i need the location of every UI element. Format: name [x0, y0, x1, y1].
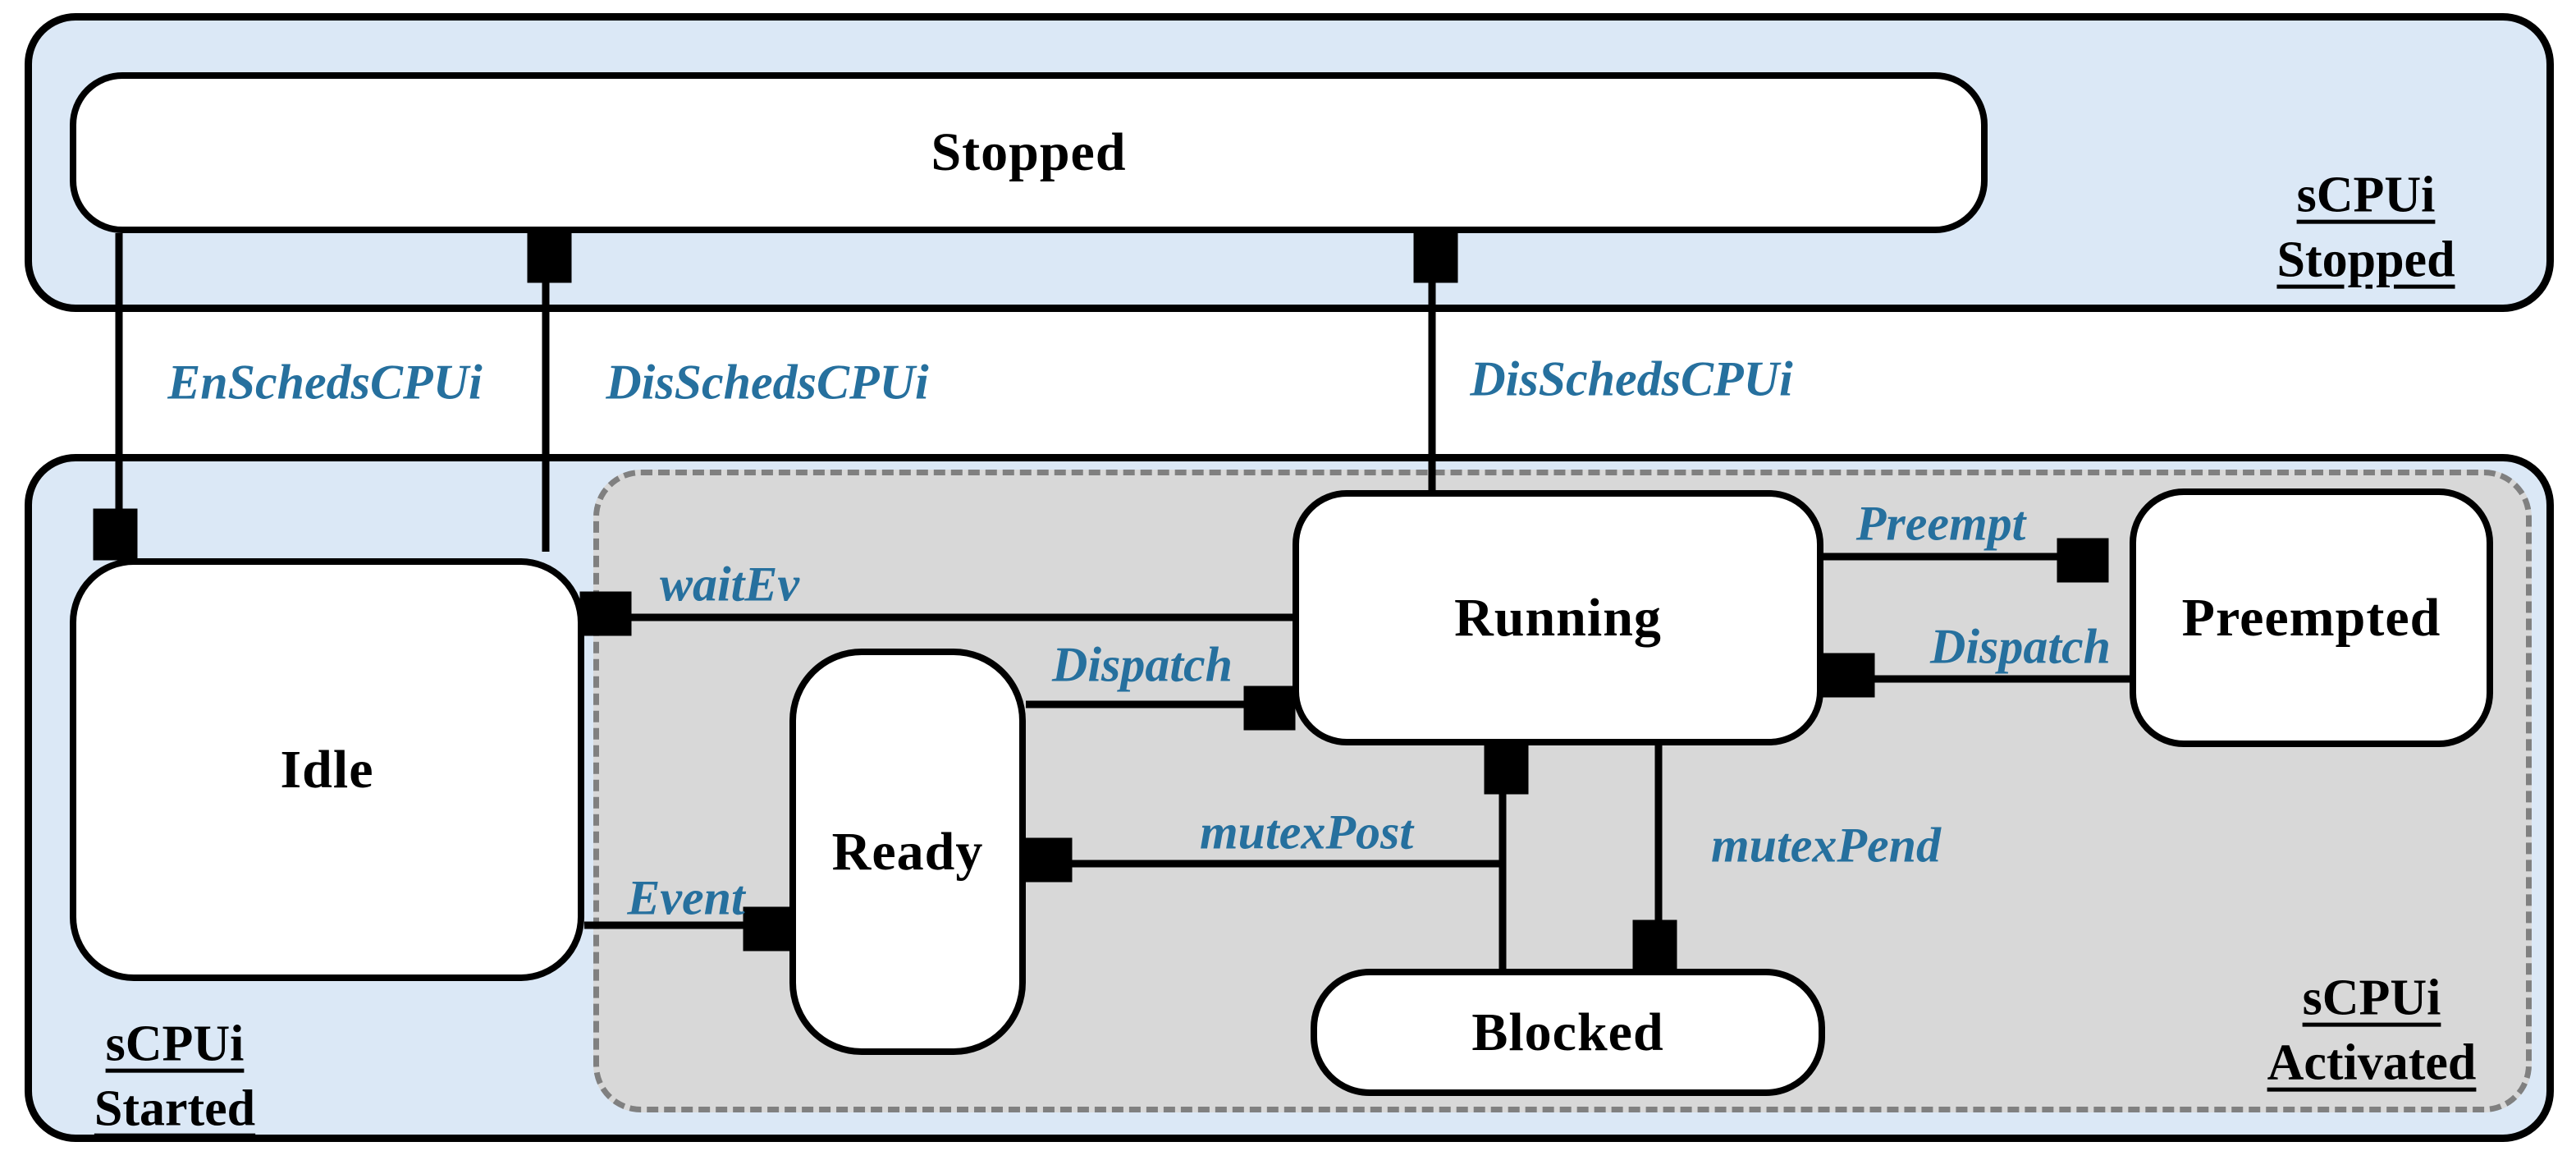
label-disscheds-right: DisSchedsCPUi	[1470, 351, 1793, 406]
label-dispatch-preempted: Dispatch	[1929, 619, 2112, 674]
label-mutexpend: mutexPend	[1711, 818, 1941, 873]
label-dispatch-ready: Dispatch	[1051, 637, 1233, 692]
state-stopped-label: Stopped	[931, 122, 1127, 182]
label-event: Event	[627, 870, 745, 925]
label-waitev: waitEv	[659, 557, 800, 612]
region-label-scpui-activated: sCPUi Activated	[2267, 970, 2477, 1091]
state-ready: Ready	[789, 649, 1026, 1055]
state-preempted-label: Preempted	[2181, 587, 2441, 648]
state-stopped: Stopped	[70, 72, 1988, 233]
label-preempt: Preempt	[1855, 496, 2026, 551]
label-disscheds-left: DisSchedsCPUi	[606, 355, 929, 410]
region-label-scpui-stopped: sCPUi Stopped	[2276, 167, 2455, 288]
state-blocked: Blocked	[1311, 969, 1825, 1096]
state-ready-label: Ready	[831, 821, 984, 882]
state-idle-label: Idle	[280, 739, 374, 800]
label-mutexpost: mutexPost	[1199, 805, 1414, 860]
state-running: Running	[1293, 490, 1823, 745]
label-enscheds: EnSchedsCPUi	[167, 355, 483, 410]
state-running-label: Running	[1454, 587, 1662, 648]
state-preempted: Preempted	[2130, 488, 2493, 747]
state-blocked-label: Blocked	[1471, 1002, 1664, 1062]
region-label-scpui-started: sCPUi Started	[94, 1016, 256, 1137]
state-idle: Idle	[70, 558, 584, 981]
